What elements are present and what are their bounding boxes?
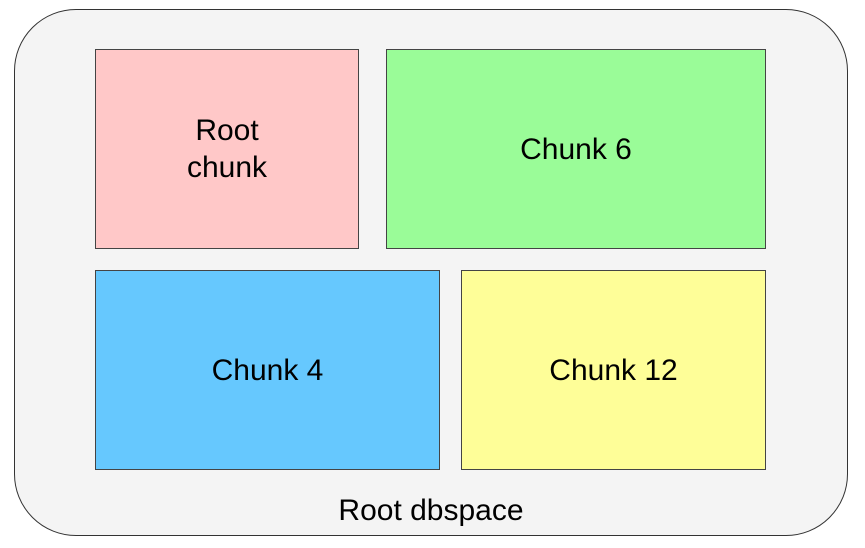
root-dbspace-label: Root dbspace	[338, 494, 524, 527]
chunk-4-box: Chunk 4	[95, 270, 440, 470]
chunk-6-box: Chunk 6	[386, 49, 766, 249]
chunk-6-label: Chunk 6	[520, 132, 632, 166]
chunk-4-label: Chunk 4	[211, 353, 324, 387]
root-chunk-label: Root chunk	[186, 114, 268, 184]
chunk-12-box: Chunk 12	[461, 270, 766, 470]
root-chunk-box: Root chunk	[95, 49, 359, 249]
chunk-12-label: Chunk 12	[549, 353, 678, 387]
